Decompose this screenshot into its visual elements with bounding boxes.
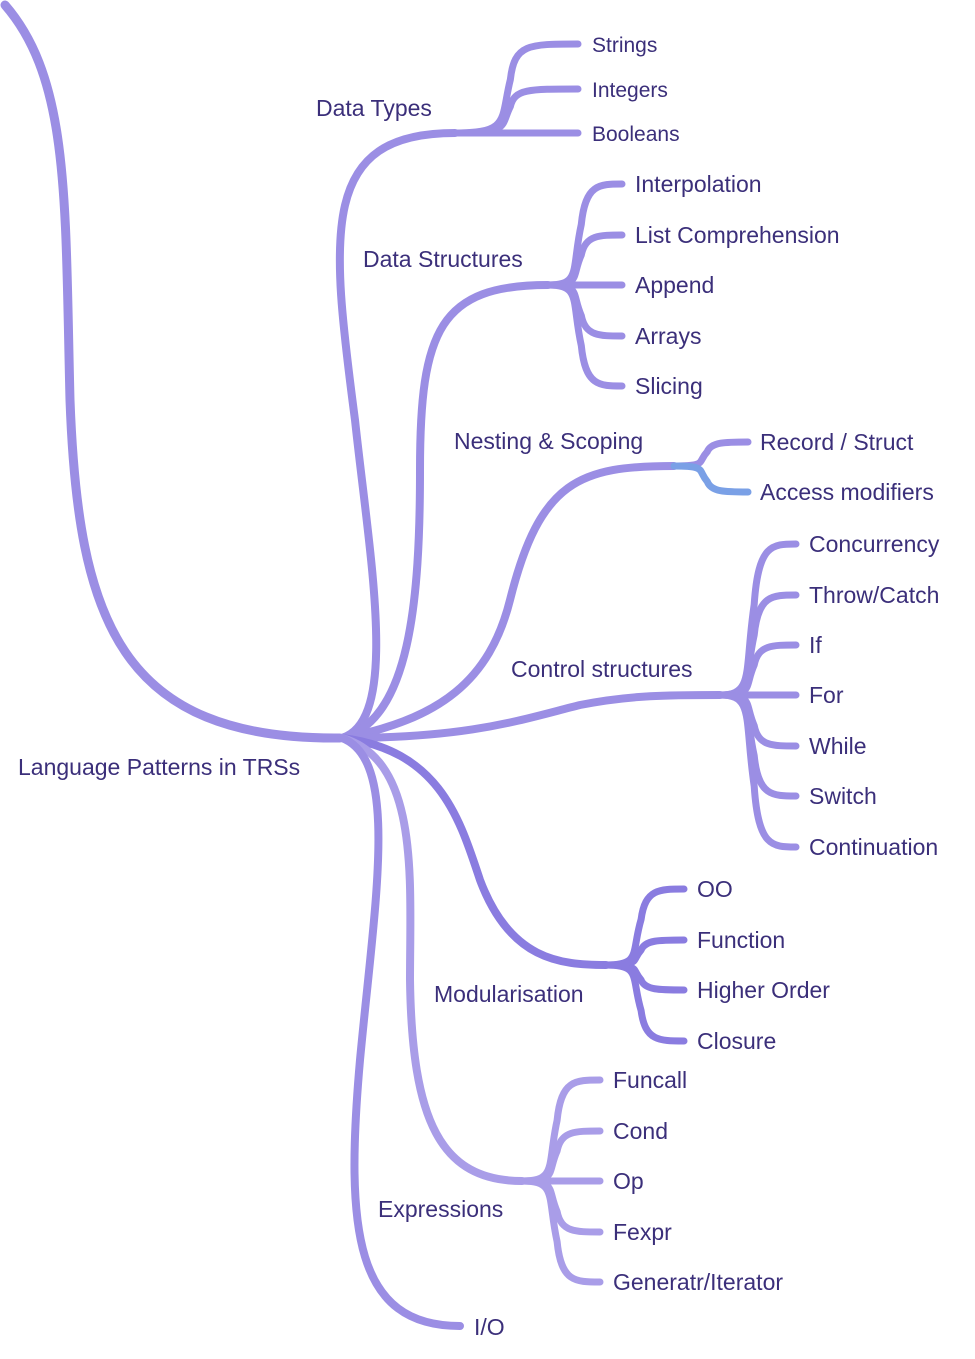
branch-edge-expressions [338, 734, 526, 1185]
leaf-edge-expressions-3 [518, 1177, 604, 1236]
leaf-edge-control-structures-4 [716, 691, 800, 750]
branch-label-expressions[interactable]: Expressions [378, 1196, 503, 1222]
mind-map-labels: Language Patterns in TRSs Data Types Stri… [18, 34, 940, 1340]
branch-edge-data-structures [338, 281, 552, 742]
leaf-edge-nesting-scoping-1 [670, 462, 752, 496]
leaf-label-modularisation-1[interactable]: Function [697, 927, 785, 953]
leaf-edge-data-structures-4 [544, 281, 626, 390]
branch-label-modularisation[interactable]: Modularisation [434, 981, 584, 1007]
leaf-label-data-structures-4[interactable]: Slicing [635, 373, 703, 399]
branch-label-io[interactable]: I/O [474, 1314, 505, 1340]
mind-map-edges [0, 0, 800, 1330]
leaf-label-data-types-0[interactable]: Strings [592, 34, 657, 57]
leaf-label-nesting-scoping-1[interactable]: Access modifiers [760, 479, 934, 505]
root-stem-edge [0, 0, 345, 743]
leaf-label-control-structures-4[interactable]: While [809, 733, 867, 759]
leaf-label-control-structures-6[interactable]: Continuation [809, 834, 938, 860]
leaf-label-expressions-4[interactable]: Generatr/Iterator [613, 1269, 783, 1295]
branch-label-nesting-scoping[interactable]: Nesting & Scoping [454, 428, 643, 454]
leaf-label-data-structures-1[interactable]: List Comprehension [635, 222, 840, 248]
branch-edge-nesting-scoping [338, 462, 678, 742]
leaf-label-control-structures-1[interactable]: Throw/Catch [809, 582, 939, 608]
leaf-edge-data-structures-3 [544, 281, 626, 340]
leaf-label-data-structures-3[interactable]: Arrays [635, 323, 701, 349]
leaf-label-control-structures-2[interactable]: If [809, 632, 822, 658]
leaf-edge-expressions-1 [518, 1127, 604, 1185]
leaf-label-control-structures-5[interactable]: Switch [809, 783, 877, 809]
leaf-edge-expressions-4 [518, 1177, 604, 1286]
root-node-label[interactable]: Language Patterns in TRSs [18, 754, 300, 780]
leaf-label-data-structures-2[interactable]: Append [635, 272, 714, 298]
leaf-edge-control-structures-6 [716, 691, 800, 851]
branch-label-data-structures[interactable]: Data Structures [363, 246, 523, 272]
leaf-label-expressions-1[interactable]: Cond [613, 1118, 668, 1144]
leaf-label-expressions-0[interactable]: Funcall [613, 1067, 687, 1093]
leaf-label-data-structures-0[interactable]: Interpolation [635, 171, 762, 197]
branch-edge-modularisation [338, 734, 610, 969]
branch-edge-control-structures [338, 691, 724, 742]
branch-label-data-types[interactable]: Data Types [316, 95, 432, 121]
leaf-label-expressions-2[interactable]: Op [613, 1168, 644, 1194]
leaf-edge-modularisation-3 [602, 961, 688, 1045]
leaf-label-data-types-2[interactable]: Booleans [592, 123, 680, 146]
leaf-edge-control-structures-2 [716, 641, 800, 699]
branch-edge-io [338, 734, 464, 1330]
branch-label-control-structures[interactable]: Control structures [511, 656, 693, 682]
leaf-edge-data-structures-1 [544, 231, 626, 289]
leaf-label-modularisation-2[interactable]: Higher Order [697, 977, 830, 1003]
leaf-edge-nesting-scoping-0 [670, 438, 752, 470]
leaf-label-control-structures-0[interactable]: Concurrency [809, 531, 940, 557]
leaf-edge-data-types-1 [451, 85, 582, 137]
leaf-label-data-types-1[interactable]: Integers [592, 79, 668, 102]
leaf-edge-modularisation-0 [602, 885, 688, 969]
leaf-label-expressions-3[interactable]: Fexpr [613, 1219, 672, 1245]
leaf-label-control-structures-3[interactable]: For [809, 682, 844, 708]
branch-edge-data-types [335, 129, 459, 742]
leaf-label-modularisation-3[interactable]: Closure [697, 1028, 776, 1054]
leaf-label-modularisation-0[interactable]: OO [697, 876, 733, 902]
leaf-label-nesting-scoping-0[interactable]: Record / Struct [760, 429, 914, 455]
